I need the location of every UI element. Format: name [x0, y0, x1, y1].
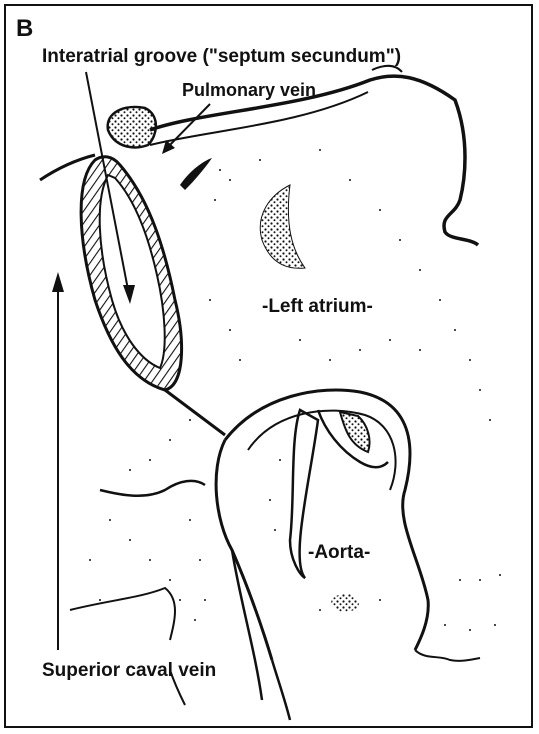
aorta-left-wall: [216, 440, 272, 660]
pulmonary-vein-slit: [180, 158, 212, 190]
interatrial-groove-label: Interatrial groove ("septum secundum"): [42, 46, 401, 67]
panel-letter: B: [16, 15, 33, 42]
vessel-line-2: [272, 660, 290, 720]
ridge-tail: [165, 390, 225, 435]
aortic-cusp-stippled: [340, 412, 370, 452]
svc-arrow-head: [52, 272, 64, 292]
atrial-appendage-patch: [260, 185, 305, 268]
aorta-base-spot: [331, 594, 359, 612]
pulmonary-vein-label: Pulmonary vein: [182, 80, 316, 100]
atrial-outer-wall: [150, 76, 478, 245]
left-atrium-label: -Left atrium-: [262, 296, 373, 317]
aorta-inner-wall: [248, 411, 396, 490]
lower-left-contour: [70, 588, 175, 640]
coronary-branch: [100, 481, 205, 496]
superior-caval-vein-label: Superior caval vein: [42, 660, 216, 681]
pv-arrow-line: [165, 104, 210, 150]
vessel-line-1: [232, 550, 262, 700]
aorta-label: -Aorta-: [308, 542, 370, 563]
pulmonary-vein-orifice: [108, 107, 156, 147]
lower-right-contour: [415, 650, 480, 661]
